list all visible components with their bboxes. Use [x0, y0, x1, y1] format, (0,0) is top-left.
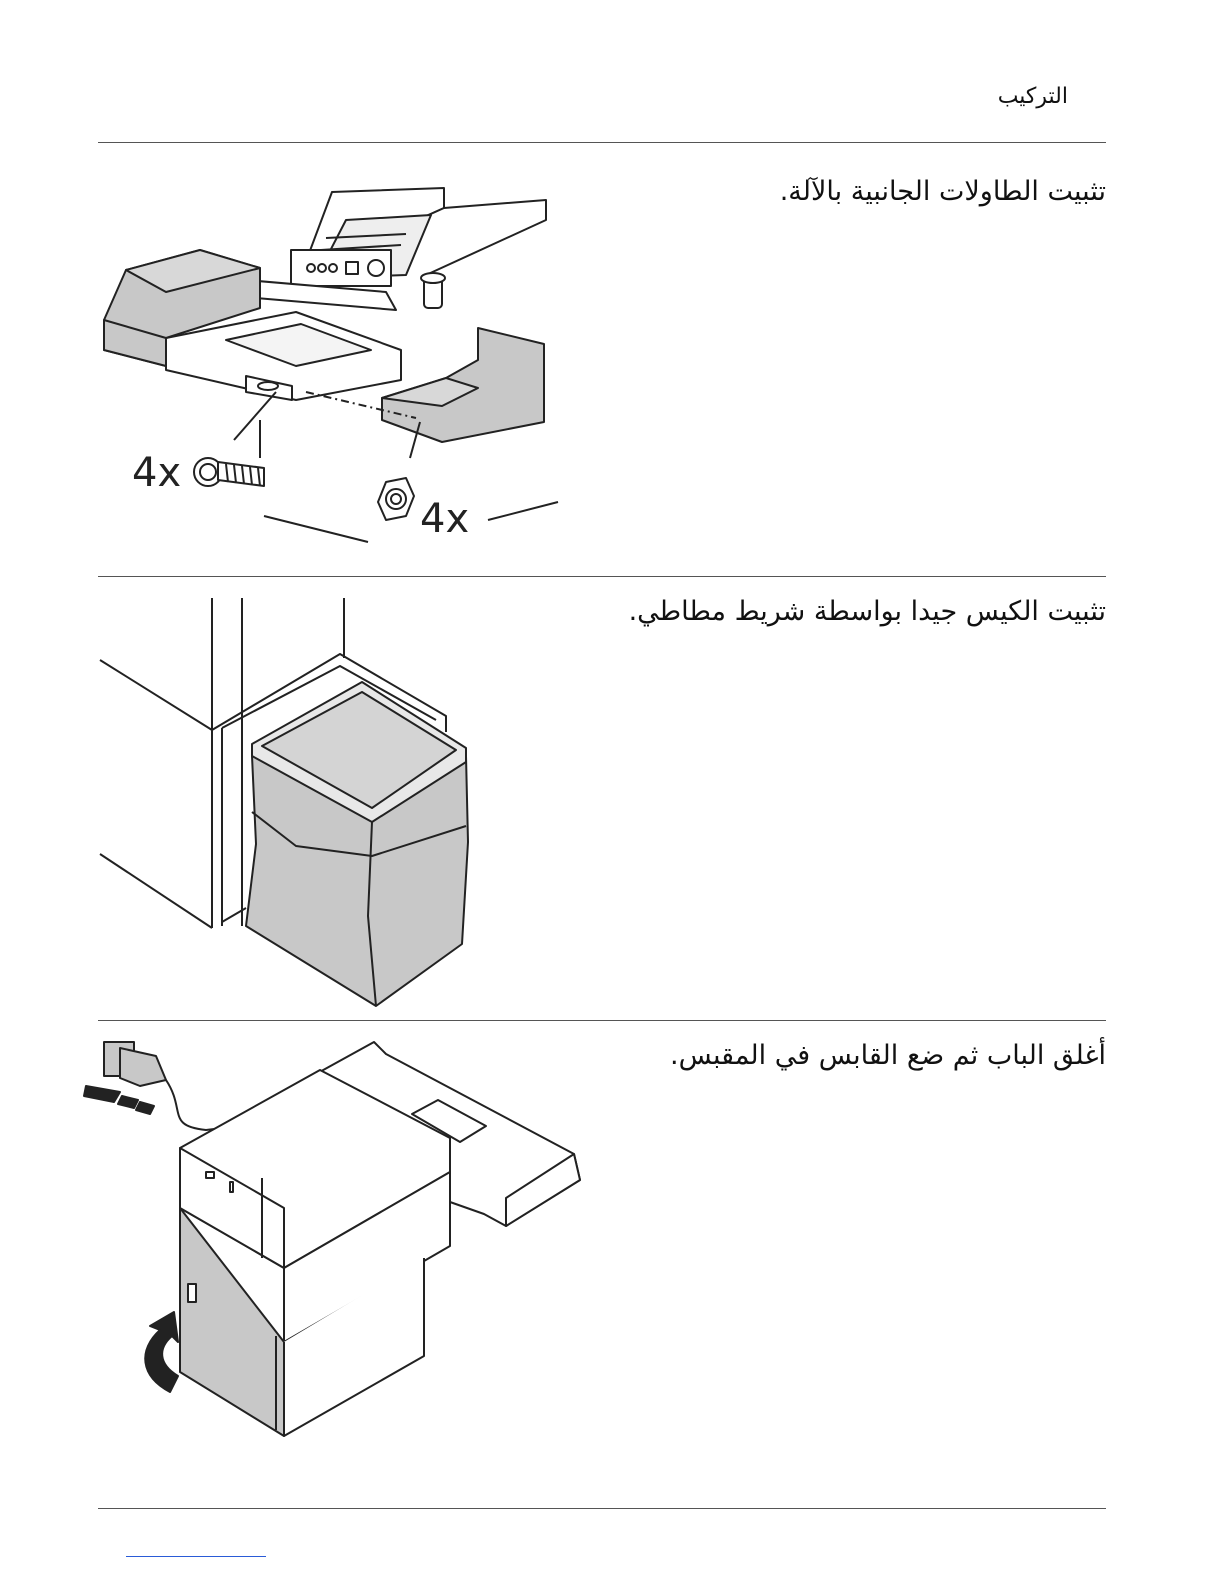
step-1-divider: [98, 576, 1106, 577]
step-2-text: تثبيت الكيس جيدا بواسطة شريط مطاطي.: [629, 596, 1106, 627]
nut-qty-label: 4x: [420, 496, 469, 542]
bag-fitting-illustration: [96, 596, 496, 1008]
footer-divider: [98, 1508, 1106, 1509]
section-title: التركيب: [998, 84, 1068, 109]
close-door-plug-illustration: [76, 1030, 586, 1454]
step-3-text: أغلق الباب ثم ضع القابس في المقبس.: [670, 1040, 1106, 1071]
step-2-divider: [98, 1020, 1106, 1021]
footer-link-underline: [126, 1556, 266, 1557]
header-divider: [98, 142, 1106, 143]
side-tables-illustration: 4x 4x: [96, 180, 576, 560]
step-1-text: تثبيت الطاولات الجانبية بالآلة.: [780, 176, 1106, 207]
bolt-qty-label: 4x: [132, 450, 181, 496]
